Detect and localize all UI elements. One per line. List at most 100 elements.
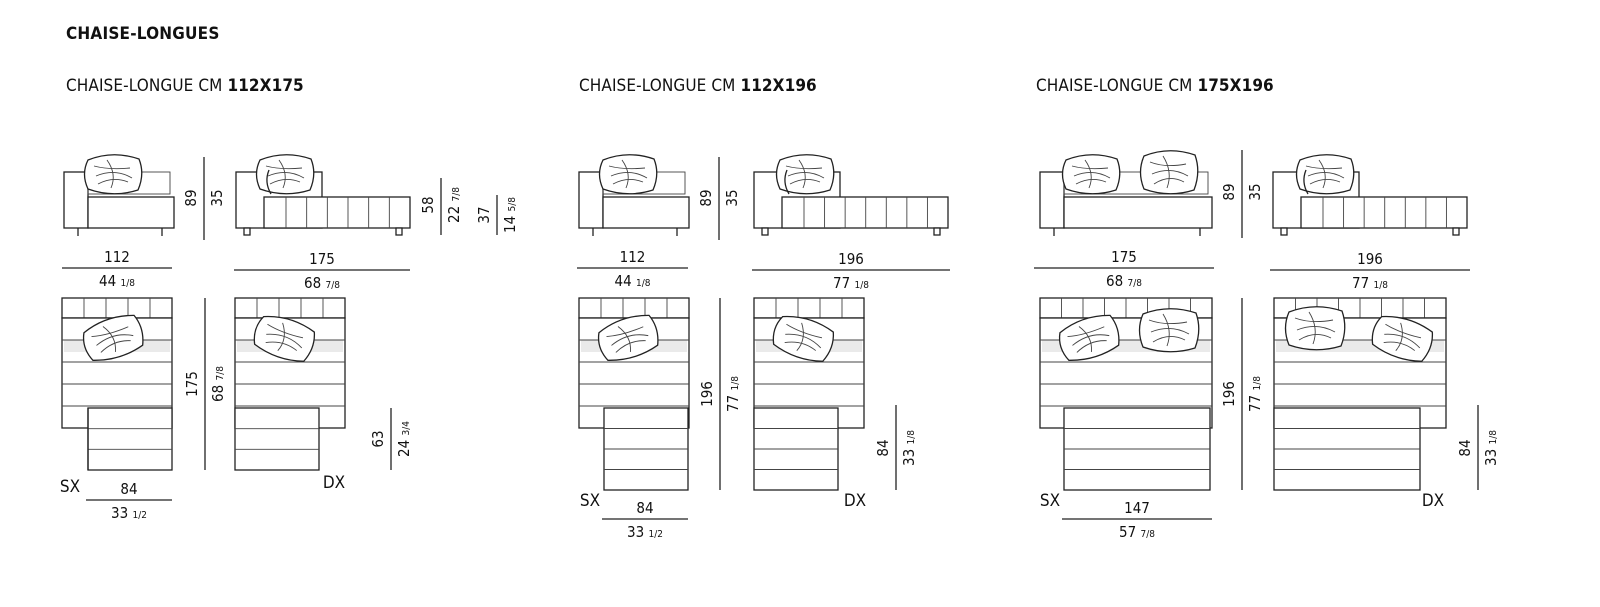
dimension-inch-label: 33 1/8 [1482,430,1500,466]
seat-block [87,196,175,229]
plan-backrest [234,297,346,319]
dimension-cm-label: 89 [697,189,715,206]
leg [761,227,769,236]
leg [1280,227,1288,236]
cushion [255,154,315,195]
cushion [597,314,659,361]
dimension-cm-label: 196 [698,381,716,407]
cushion [775,154,835,195]
dimension-cm-label: 196 [1357,250,1383,268]
cushion [1058,314,1120,361]
group-title-prefix: CHAISE-LONGUE CM [66,76,228,96]
cushion [83,154,143,195]
group-title-2: CHAISE-LONGUE CM 112X196 [579,76,817,96]
leg [1452,227,1460,236]
plan-view [61,297,173,471]
dimension-inch-label: 33 1/2 [627,523,663,541]
leg [933,227,941,236]
plan-chaise [87,407,173,471]
plan-view [578,297,690,491]
group-title-3: CHAISE-LONGUE CM 175X196 [1036,76,1274,96]
dimension-cm-label: 84 [120,480,137,498]
dimension-cm-label: 175 [183,371,201,397]
dimension-inch-label: 77 1/8 [724,376,742,412]
group-title-size: 175X196 [1197,76,1274,96]
cushion [1138,308,1200,353]
cushion [1371,315,1434,362]
dimension-cm-label: 35 [723,189,741,206]
dimension-inch-label: 57 7/8 [1119,523,1155,541]
cushion [1295,154,1355,195]
cushion [1058,314,1120,361]
seat-section [1300,196,1468,229]
dimension-cm-label: 37 [475,206,493,223]
cushion [1371,315,1434,362]
side-view [753,154,949,236]
plan-chaise [234,407,320,471]
group-title-prefix: CHAISE-LONGUE CM [579,76,741,96]
cushion [253,315,316,362]
dimension-inch-label: 44 1/8 [99,272,135,290]
dimension-cm-label: 35 [208,189,226,206]
leg [395,227,403,236]
side-label-dx: DX [323,473,345,493]
cushion [772,315,835,362]
group-title-1: CHAISE-LONGUE CM 112X175 [66,76,304,96]
dimension-cm-label: 84 [874,439,892,456]
front-view [63,154,175,236]
seat-section [263,196,411,229]
dimension-cm-label: 89 [1220,183,1238,200]
dimension-inch-label: 68 7/8 [209,366,227,402]
seat-block [1063,196,1213,229]
dimension-inch-label: 77 1/8 [833,274,869,292]
front-view [1039,150,1213,236]
seat-section [781,196,949,229]
group-title-size: 112X196 [740,76,817,96]
dimension-cm-label: 58 [419,196,437,213]
dimension-cm-label: 147 [1124,499,1150,517]
side-label-sx: SX [1040,491,1060,511]
dimension-cm-label: 112 [104,248,130,266]
group-title-prefix: CHAISE-LONGUE CM [1036,76,1198,96]
cushion-edge [1303,169,1309,195]
cushion [597,314,659,361]
cushion [1139,150,1199,195]
plan-view [1039,297,1213,491]
plan-view [753,297,865,491]
dimension-inch-label: 68 7/8 [1106,272,1142,290]
cushion [1061,154,1121,195]
cushion [772,315,835,362]
leg [243,227,251,236]
dimension-cm-label: 84 [1456,439,1474,456]
dimension-cm-label: 63 [369,430,387,447]
cushion [1138,308,1200,353]
side-view [235,154,411,236]
dimension-inch-label: 77 1/8 [1246,376,1264,412]
horizontal-dimension: 112 44 1/8 [62,248,172,290]
plan-backrest [61,297,173,319]
dimension-inch-label: 33 1/8 [900,430,918,466]
armrest [63,171,89,229]
dimension-inch-label: 22 7/8 [445,187,463,223]
dimension-inch-label: 44 1/8 [615,272,651,290]
cushion [1284,306,1346,351]
plan-backrest [753,297,865,319]
cushion [598,154,658,195]
seat-block [602,196,690,229]
side-label-sx: SX [60,477,80,497]
armrest [1039,171,1065,229]
cushion-edge [784,169,790,195]
cushion-edge [266,169,272,195]
dimension-inch-label: 68 7/8 [304,274,340,292]
dimension-cm-label: 89 [182,189,200,206]
cushion [82,314,144,361]
